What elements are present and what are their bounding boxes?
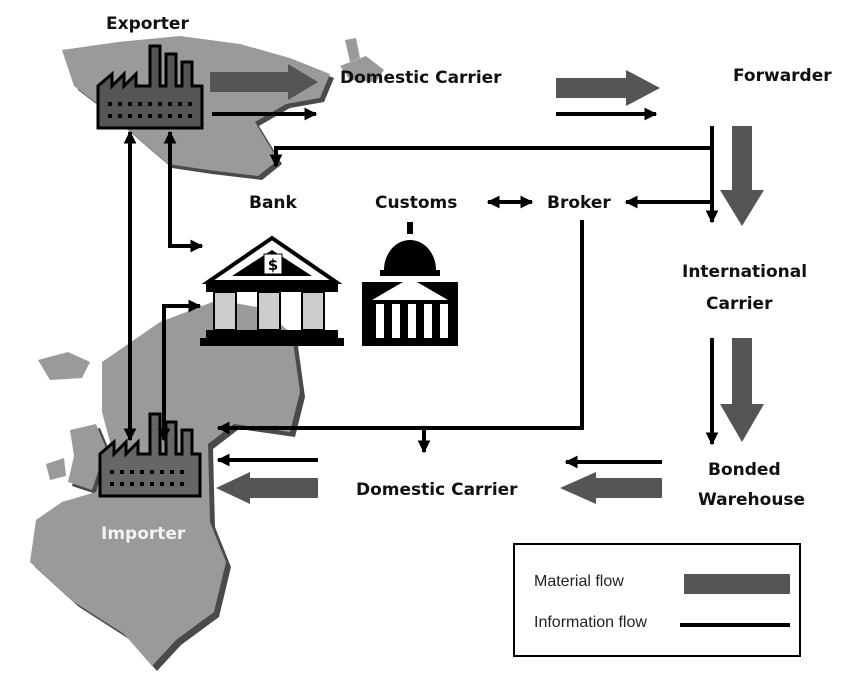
info-line-broker-to-importer [216, 220, 584, 435]
material-arrow-carrier-to-importer [216, 472, 318, 504]
domestic-carrier-bottom-label: Domestic Carrier [356, 480, 518, 500]
svg-text:$: $ [268, 256, 278, 274]
capitol-dome-icon [362, 222, 458, 346]
forwarder-label: Forwarder [733, 66, 832, 86]
domestic-carrier-top-label: Domestic Carrier [340, 68, 502, 88]
material-arrow-warehouse-to-carrier [560, 472, 662, 504]
info-line-forwarder-to-exporter [269, 146, 712, 168]
material-flow-arrows [210, 64, 764, 504]
exporter-factory-icon [96, 44, 204, 130]
bank-label: Bank [249, 193, 297, 213]
exporter-label: Exporter [106, 14, 189, 34]
material-arrow-exporter-to-carrier [210, 64, 318, 100]
legend [513, 543, 801, 657]
broker-label: Broker [547, 193, 611, 213]
info-line-exporter-to-bank [163, 130, 204, 253]
legend-information-flow-label: Information flow [534, 614, 647, 631]
material-arrow-intl-carrier-down [720, 338, 764, 442]
international-carrier-label-line2: Carrier [706, 294, 773, 314]
material-arrow-forwarder-down [720, 126, 764, 226]
material-arrow-carrier-to-forwarder [556, 70, 660, 106]
legend-material-flow-label: Material flow [534, 573, 624, 590]
bank-building-icon: $ [200, 235, 344, 346]
info-line-importer-to-bank [157, 299, 202, 442]
bonded-warehouse-label-line1: Bonded [708, 460, 781, 480]
legend-material-swatch [684, 574, 790, 594]
international-carrier-label-line1: International [682, 262, 808, 282]
information-flow-arrows [123, 107, 719, 469]
importer-label: Importer [101, 524, 186, 544]
bonded-warehouse-label-line2: Warehouse [698, 490, 806, 510]
customs-label: Customs [375, 193, 458, 213]
